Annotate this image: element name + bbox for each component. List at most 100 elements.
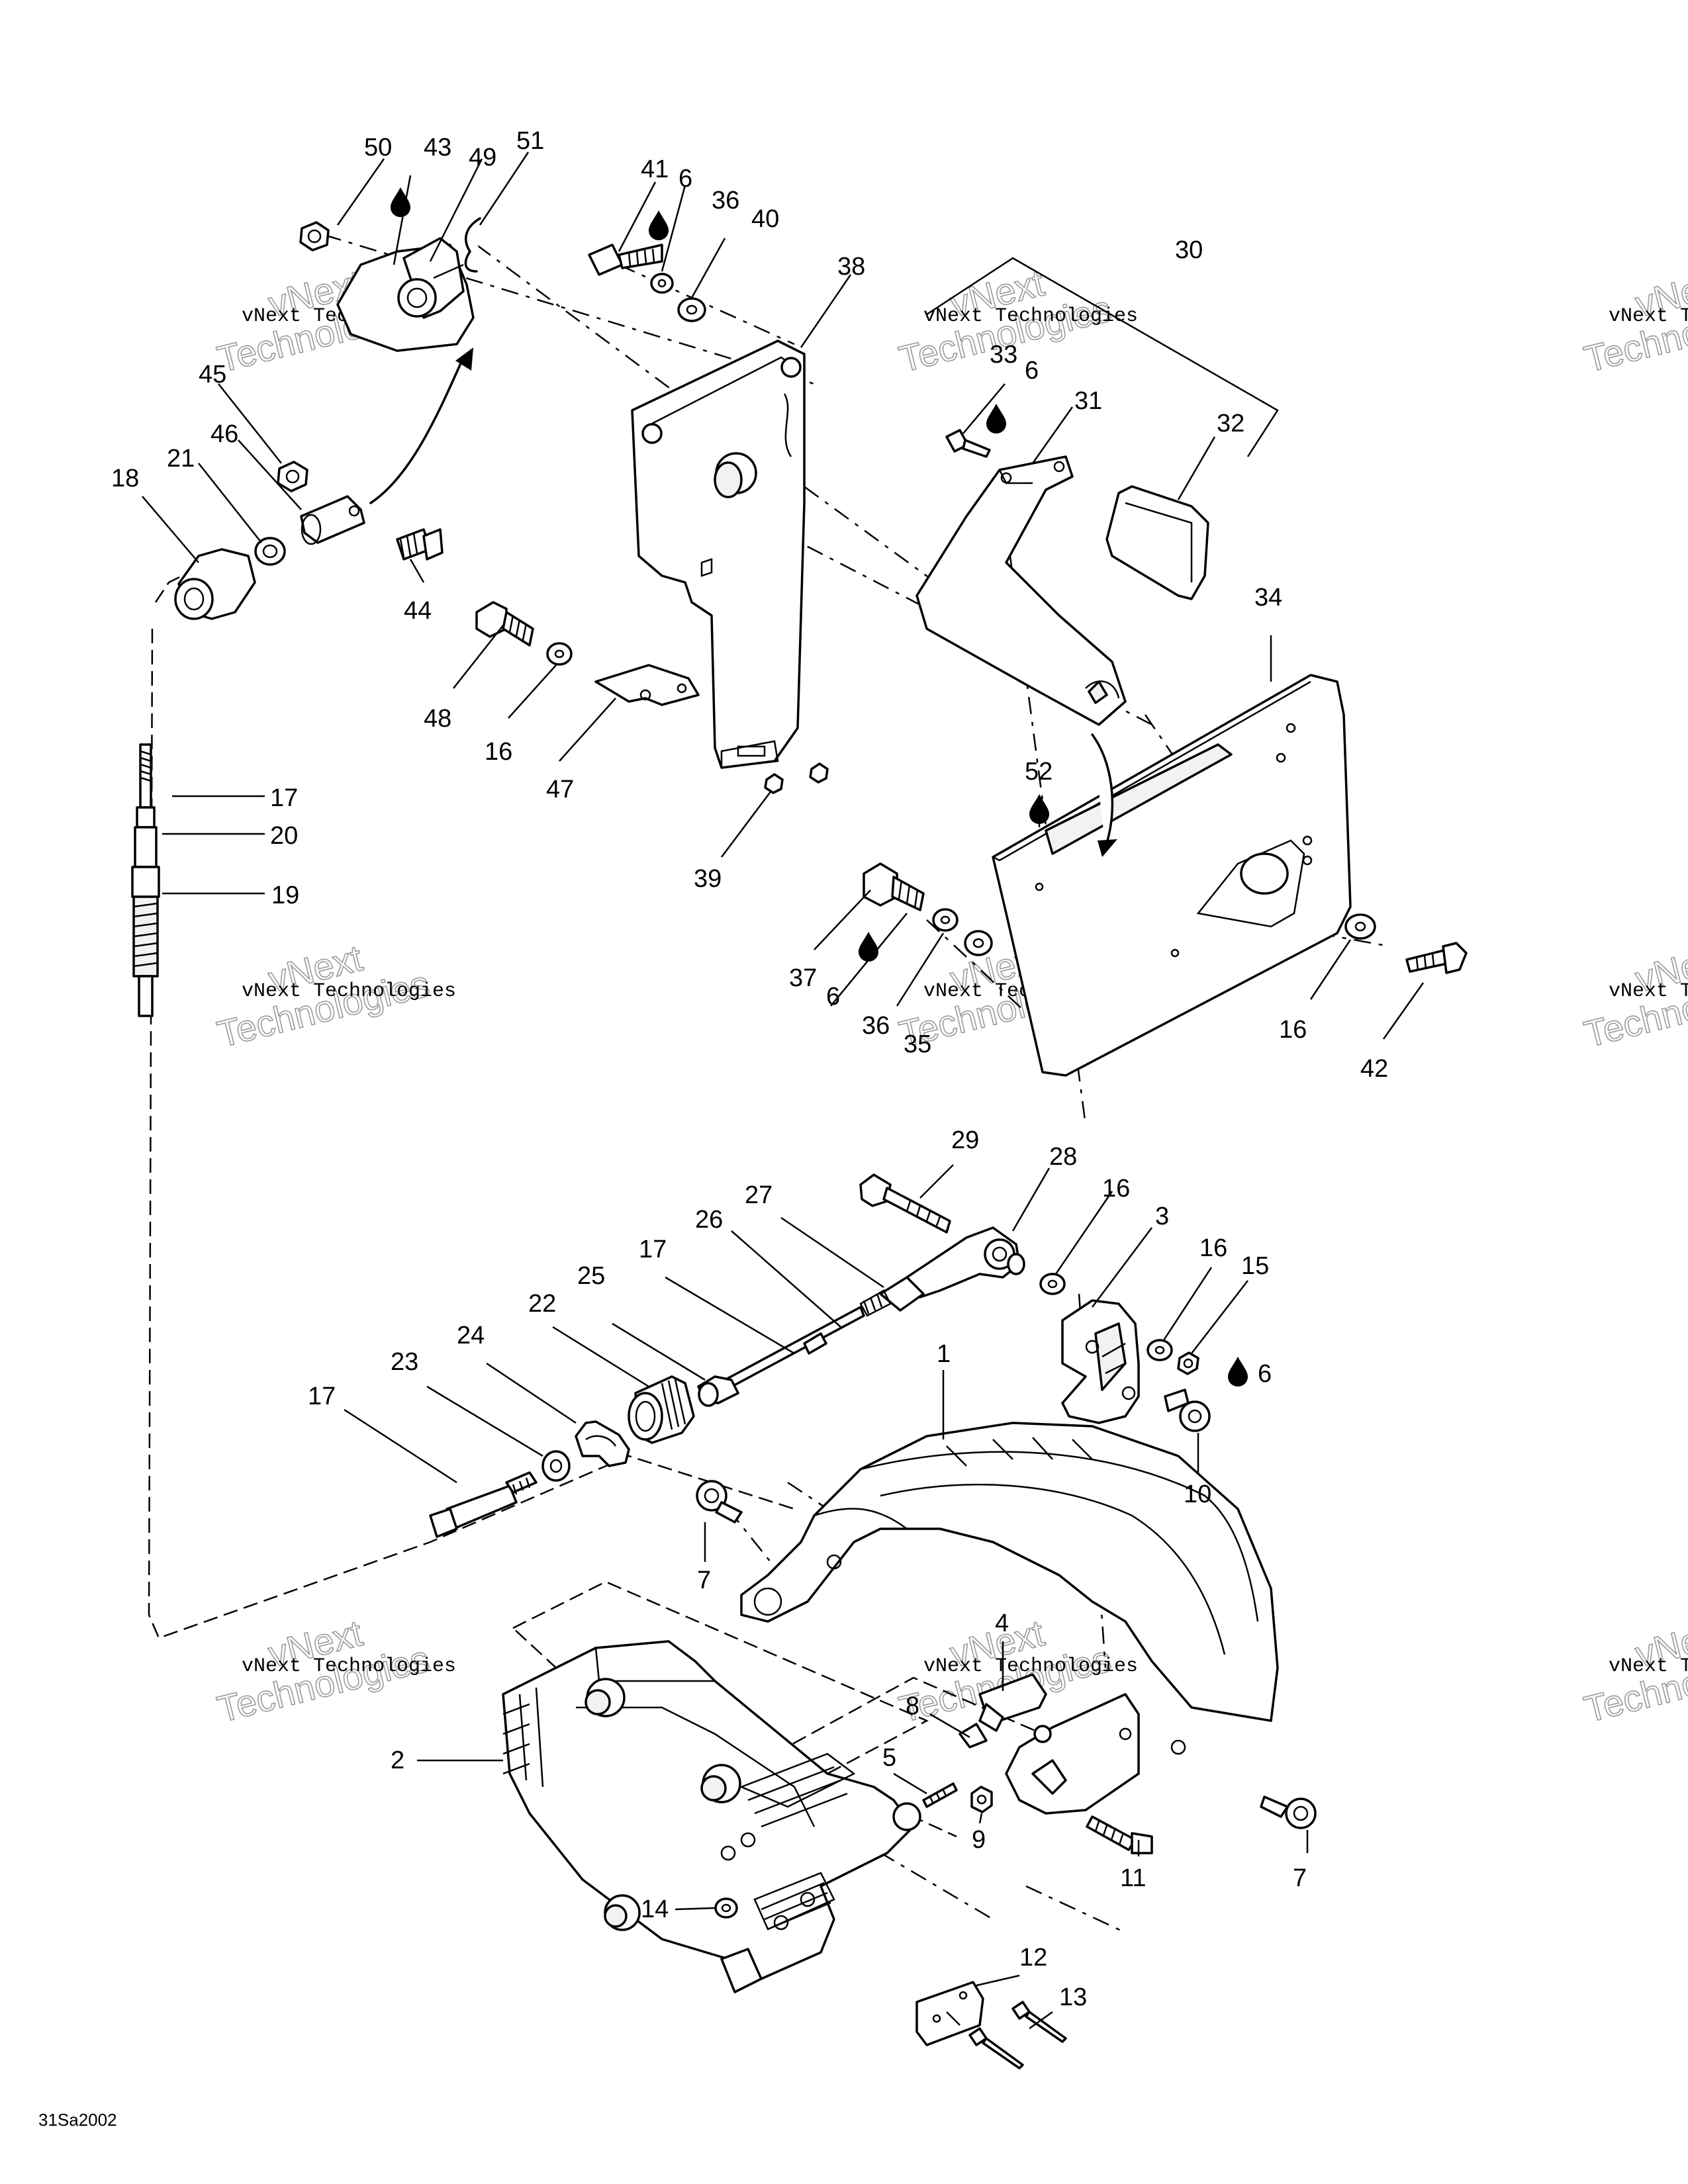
- washer-16d: [1147, 1339, 1173, 1361]
- callout-38: 38: [837, 253, 865, 281]
- washer-36b: [932, 908, 959, 932]
- callout-52: 52: [1025, 758, 1053, 786]
- pin-5: [922, 1782, 958, 1808]
- callout-14: 14: [641, 1895, 669, 1923]
- washer-35: [964, 930, 993, 956]
- oil-drop-icon: [391, 187, 410, 217]
- watermark: Technologies vNext vNext Technologies: [212, 1611, 456, 1731]
- svg-text:vNext Technologies: vNext Technologies: [1609, 980, 1688, 1003]
- callout-26: 26: [695, 1206, 723, 1234]
- callout-36: 36: [862, 1012, 890, 1040]
- bolt-10: [1164, 1388, 1211, 1432]
- ring-23: [541, 1450, 571, 1482]
- callout-18: 18: [111, 465, 139, 492]
- screw-33: [945, 429, 991, 458]
- lubricant-icons: [391, 187, 1248, 1387]
- callout-6: 6: [1258, 1360, 1272, 1388]
- oil-drop-icon: [986, 404, 1006, 433]
- callout-17: 17: [639, 1236, 667, 1263]
- nut-45: [277, 461, 308, 492]
- washer-16a: [546, 642, 573, 666]
- svg-text:vNext Technologies: vNext Technologies: [923, 305, 1138, 328]
- bracket-38-assembly: [475, 244, 829, 794]
- callout-44: 44: [404, 597, 432, 625]
- callout-13: 13: [1059, 1983, 1087, 2011]
- bracket-3: [1061, 1299, 1140, 1424]
- watermark: Technologies vNext vNext Technologies: [1579, 261, 1688, 381]
- lever-cam-49: [336, 237, 475, 352]
- clip-24: [575, 1420, 630, 1467]
- callout-2: 2: [391, 1747, 404, 1774]
- callout-28: 28: [1049, 1143, 1077, 1171]
- callout-3: 3: [1155, 1203, 1169, 1230]
- bolt-44: [396, 528, 444, 561]
- cover-plate-34: [992, 674, 1352, 1077]
- arrow-head: [455, 347, 473, 371]
- callout-41: 41: [641, 156, 669, 183]
- group-bracket-30: [926, 257, 1279, 457]
- callout-7: 7: [1293, 1864, 1307, 1892]
- watermark: Technologies vNext vNext Technologies: [212, 936, 456, 1056]
- svg-text:vNext Technologies: vNext Technologies: [242, 980, 456, 1003]
- bracket-38: [631, 340, 806, 769]
- linkage-assembly: [429, 1173, 1211, 1538]
- cable-left: [131, 743, 160, 1017]
- nut-39: [764, 762, 829, 794]
- nut-50: [299, 221, 330, 251]
- washer-36a: [650, 273, 674, 294]
- rod-end-28: [906, 1226, 1025, 1298]
- callout-23: 23: [391, 1348, 418, 1376]
- callout-49: 49: [469, 144, 496, 171]
- fitting-25: [697, 1375, 739, 1407]
- callout-48: 48: [424, 705, 451, 733]
- washer-16b: [1344, 913, 1376, 940]
- bolt-11: [1086, 1815, 1153, 1854]
- clevis-27: [859, 1276, 925, 1317]
- callout-33: 33: [990, 341, 1017, 369]
- motion-arrow-52: [1091, 733, 1114, 848]
- housing-2: [502, 1640, 915, 1980]
- callout-16: 16: [1199, 1234, 1227, 1262]
- callout-30: 30: [1175, 236, 1203, 264]
- lever-assembly: [174, 217, 481, 620]
- cable-rod-26: [724, 1306, 865, 1390]
- lower-assembly: [502, 1422, 1317, 2070]
- callout-5: 5: [882, 1744, 896, 1772]
- callout-10: 10: [1184, 1480, 1211, 1508]
- plate-47: [594, 664, 700, 706]
- callout-36: 36: [712, 187, 739, 214]
- bolt-41: [588, 244, 663, 276]
- callout-43: 43: [424, 134, 451, 161]
- callout-17: 17: [270, 784, 298, 812]
- callout-24: 24: [457, 1322, 485, 1349]
- spring-clip-51: [464, 217, 481, 273]
- callout-16: 16: [1279, 1016, 1307, 1044]
- washer-16c: [1039, 1273, 1066, 1295]
- bolt-37: [863, 862, 925, 911]
- callout-labels: 50 43 49 51 41 6 36 40 38 30 33 6 31 32 …: [111, 127, 1388, 2011]
- callout-11: 11: [1120, 1864, 1146, 1892]
- callout-9: 9: [972, 1826, 986, 1854]
- washer-14: [714, 1897, 738, 1919]
- clip-8: [959, 1723, 988, 1749]
- callout-47: 47: [546, 776, 574, 803]
- nut-15: [1177, 1351, 1199, 1375]
- callout-16: 16: [485, 738, 512, 766]
- callout-22: 22: [528, 1290, 556, 1318]
- callout-20: 20: [270, 822, 298, 850]
- link-46: [300, 495, 365, 545]
- bolt-42: [1405, 942, 1468, 974]
- oil-drop-icon: [1029, 794, 1049, 824]
- cover-plate-34-assembly: [863, 674, 1468, 1077]
- callout-6: 6: [679, 165, 692, 193]
- washer-40: [677, 297, 706, 322]
- oil-drop-icon: [1228, 1357, 1248, 1387]
- plate-12: [915, 1981, 984, 2046]
- watermark: Technologies vNext vNext Technologies: [1579, 936, 1688, 1056]
- bolt-48: [475, 601, 534, 647]
- guard-1: [740, 1422, 1279, 1722]
- callout-27: 27: [745, 1181, 773, 1209]
- nut-9: [970, 1786, 993, 1813]
- watermark: Technologies vNext vNext Technologies: [1579, 1611, 1688, 1731]
